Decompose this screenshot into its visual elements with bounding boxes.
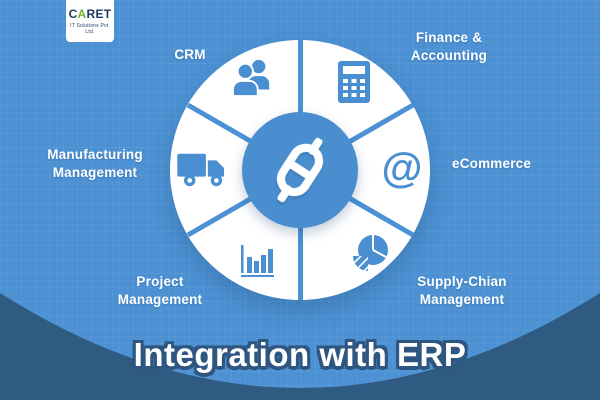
truck-icon (174, 148, 234, 190)
logo-letter-c: C (68, 7, 78, 21)
chain-link-icon (276, 137, 324, 203)
label-finance-accounting: Finance & Accounting (410, 30, 488, 63)
label-crm: CRM (174, 47, 206, 62)
calculator-icon (336, 59, 372, 105)
bottom-band-shape (0, 293, 600, 400)
users-icon (229, 56, 275, 100)
caret-logo: CARET IT Solutions Pvt. Ltd. (66, 0, 114, 42)
label-ecommerce: eCommerce (452, 156, 532, 171)
caret-logo-wordmark: CARET (66, 7, 114, 21)
at-symbol-icon: @ (378, 144, 426, 192)
bar-chart-icon (237, 239, 277, 279)
logo-letters-rest: RET (86, 7, 112, 21)
logo-letter-a: A (77, 7, 87, 21)
label-supply-chain: Supply-Chian Management (417, 274, 507, 307)
label-project-management: Project Management (117, 274, 203, 307)
page-title: Integration with ERP (133, 336, 467, 373)
erp-hub (242, 112, 358, 228)
label-manufacturing-management: Manufacturing Management (47, 147, 143, 180)
pie-chart-icon (346, 232, 390, 280)
caret-logo-tagline: IT Solutions Pvt. Ltd. (70, 23, 110, 35)
at-symbol-glyph: @ (381, 144, 423, 191)
